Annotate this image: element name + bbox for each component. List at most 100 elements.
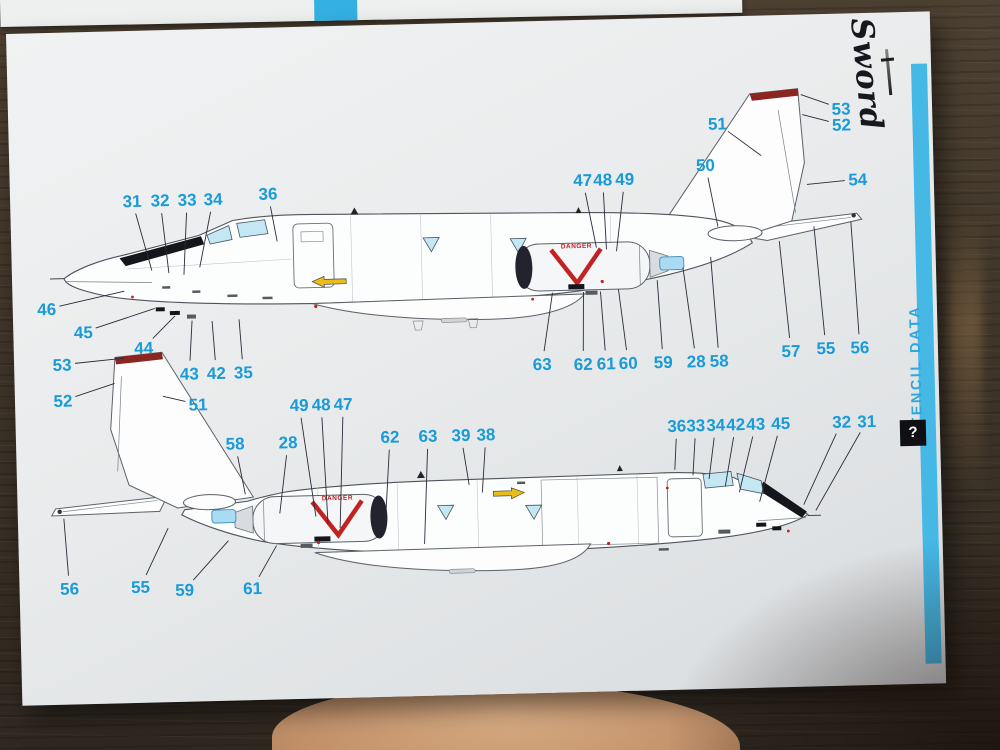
- leader-line-54: [806, 180, 845, 185]
- bottom-engine-nacelle: DANGER: [234, 493, 388, 548]
- leader-line-62: [582, 291, 584, 351]
- bottom-elevator-line: [62, 500, 158, 513]
- bottom-antiglare-panel: [759, 481, 807, 518]
- callout-number-53: 53: [831, 99, 850, 118]
- bottom-tail-fairing: [183, 494, 236, 511]
- bottom-wing-belly-fairing: [314, 543, 592, 572]
- callout-number-45: 45: [771, 414, 790, 433]
- top-stencil-tick-marks: [131, 279, 604, 319]
- callout-number-49: 49: [289, 396, 308, 415]
- leader-line-55: [813, 226, 826, 336]
- callout-number-49: 49: [615, 170, 634, 189]
- callout-number-32: 32: [150, 191, 169, 210]
- bottom-antenna-1: [416, 470, 425, 479]
- leader-line-48: [321, 417, 329, 525]
- leader-line-46: [59, 290, 125, 307]
- leader-line-59: [192, 540, 229, 581]
- callout-number-54: 54: [848, 170, 868, 189]
- callout-number-62: 62: [574, 355, 593, 374]
- bottom-service-door: [666, 477, 703, 538]
- leader-line-34: [708, 437, 715, 480]
- top-side-window: [236, 219, 269, 238]
- bottom-danger-v-marking: [310, 499, 364, 539]
- top-antenna-1: [350, 207, 359, 215]
- callout-number-56: 56: [60, 579, 79, 598]
- callout-number-34: 34: [706, 416, 726, 435]
- top-belly-skid: [440, 317, 468, 323]
- top-windshield: [206, 225, 233, 245]
- leader-line-45: [95, 308, 155, 329]
- bottom-rescue-arrow: [493, 487, 526, 500]
- top-rudder-line: [777, 110, 796, 213]
- bottom-blue-stencil-patch: [211, 509, 237, 524]
- callout-number-59: 59: [175, 581, 194, 600]
- leader-line-52: [802, 114, 829, 122]
- leader-line-58: [710, 256, 719, 348]
- leader-line-44: [152, 315, 176, 339]
- top-rescue-arrow: [311, 275, 347, 288]
- callout-number-51: 51: [188, 395, 207, 414]
- underlying-sheet-logo-box: [313, 0, 358, 21]
- bottom-stab-tip-mark: [57, 509, 62, 515]
- callout-number-28: 28: [687, 352, 706, 371]
- leader-line-36: [269, 206, 278, 242]
- leader-line-31: [135, 213, 153, 271]
- bottom-rudder-line: [117, 376, 122, 472]
- leader-line-52: [75, 383, 115, 398]
- callout-number-36: 36: [258, 184, 277, 203]
- top-danger-v-marking: [549, 247, 603, 287]
- leader-line-32: [803, 433, 837, 505]
- callout-number-62: 62: [380, 428, 399, 447]
- top-nose-seam: [66, 281, 153, 283]
- leader-line-58: [237, 456, 246, 495]
- leader-line-53: [74, 357, 125, 364]
- wood-grain-highlight: [948, 210, 982, 500]
- leader-line-49: [300, 417, 317, 517]
- leader-line-61: [600, 291, 606, 351]
- bottom-walkway-panel: [540, 476, 659, 547]
- bottom-side-window: [702, 470, 734, 489]
- top-wing-belly-fairing: [312, 293, 586, 321]
- top-aircraft-drawing: DANGER: [49, 88, 863, 331]
- callout-number-58: 58: [710, 351, 729, 370]
- callout-number-33: 33: [686, 416, 705, 435]
- callout-number-56: 56: [850, 338, 869, 357]
- callout-number-31: 31: [122, 192, 141, 211]
- top-tail-fairing: [707, 225, 763, 242]
- top-flap-fairing-1: [412, 320, 424, 331]
- bottom-stencil-tick-marks: [316, 481, 790, 551]
- callout-number-35: 35: [234, 363, 253, 382]
- top-cabin-door: [292, 222, 335, 289]
- top-exit-triangle-2: [509, 237, 527, 254]
- leader-line-39: [462, 447, 470, 485]
- leader-line-42: [211, 321, 216, 361]
- bottom-belly-skid: [448, 568, 476, 574]
- stencil-instruction-sheet: DANGER: [6, 11, 947, 706]
- callout-number-58: 58: [225, 434, 244, 453]
- leader-line-62: [385, 449, 390, 515]
- leader-line-43: [189, 320, 193, 361]
- leader-line-48: [602, 192, 607, 250]
- leader-line-36: [674, 438, 677, 470]
- top-exit-triangle-1: [422, 237, 440, 253]
- callout-number-43: 43: [180, 364, 199, 383]
- callout-number-57: 57: [781, 342, 800, 361]
- leader-line-55: [145, 527, 169, 576]
- page-marker-box: ?: [899, 419, 927, 447]
- leader-line-56: [63, 518, 69, 576]
- callout-number-48: 48: [593, 170, 612, 189]
- bottom-engine-intake: [370, 495, 388, 539]
- bottom-windshield: [736, 472, 764, 495]
- callout-number-59: 59: [654, 353, 673, 372]
- leader-line-28: [682, 267, 695, 349]
- callout-number-50: 50: [696, 156, 715, 175]
- leader-line-33: [692, 438, 696, 476]
- leader-line-43: [738, 436, 754, 493]
- top-antiglare-panel: [119, 236, 205, 267]
- leader-line-33: [183, 212, 188, 275]
- top-door-window: [300, 230, 324, 243]
- leader-line-63: [424, 448, 428, 544]
- top-flap-fairing-2: [467, 318, 479, 329]
- callout-number-55: 55: [131, 578, 150, 597]
